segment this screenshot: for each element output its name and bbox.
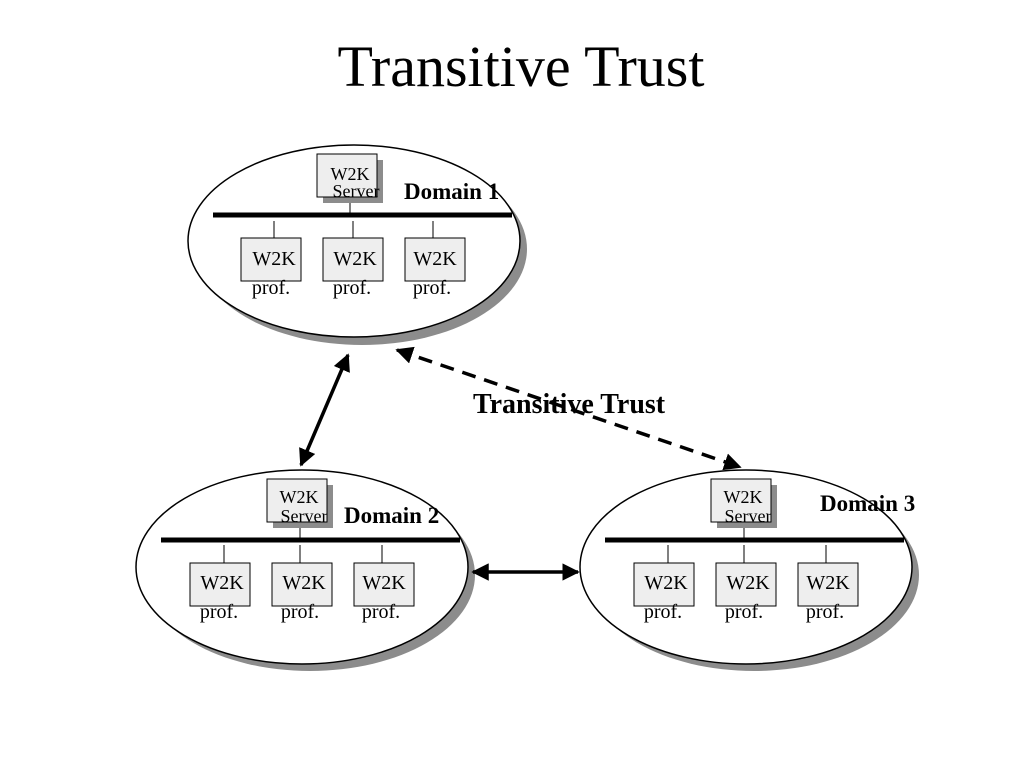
domain-2-client-2: W2K prof.	[271, 545, 333, 623]
client-label: W2K	[200, 572, 244, 594]
domain-1-client-2: W2K prof.	[322, 221, 384, 299]
transitive-trust-label: Transitive Trust	[473, 389, 666, 420]
client-sublabel: prof.	[200, 601, 238, 623]
client-label: W2K	[726, 572, 770, 594]
domain-3-label: Domain 3	[820, 491, 915, 516]
client-sublabel: prof.	[644, 601, 682, 623]
domain-1-client-3: W2K prof.	[404, 221, 466, 299]
trust-arrow-domain1-domain2	[299, 353, 350, 467]
client-label: W2K	[362, 572, 406, 594]
transitive-trust-dashed-arrow	[395, 346, 742, 471]
server-sublabel: Server	[333, 181, 380, 201]
client-sublabel: prof.	[725, 601, 763, 623]
domain-2-client-3: W2K prof.	[353, 545, 415, 623]
client-sublabel: prof.	[252, 277, 290, 299]
domain-1: W2K Server Domain 1 W2K prof. W2K prof. …	[187, 144, 527, 345]
client-sublabel: prof.	[333, 277, 371, 299]
domain-2-server: W2K Server	[266, 478, 333, 540]
server-sublabel: Server	[725, 506, 772, 526]
client-sublabel: prof.	[806, 601, 844, 623]
domain-3-client-2: W2K prof.	[715, 545, 777, 623]
domain-2: W2K Server Domain 2 W2K prof. W2K prof. …	[135, 469, 475, 671]
client-sublabel: prof.	[281, 601, 319, 623]
domain-3: W2K Server Domain 3 W2K prof. W2K prof. …	[579, 469, 919, 671]
client-sublabel: prof.	[362, 601, 400, 623]
domain-1-client-1: W2K prof.	[240, 221, 302, 299]
domain-2-client-1: W2K prof.	[189, 545, 251, 623]
domain-1-server: W2K Server	[316, 153, 383, 215]
server-label: W2K	[724, 487, 763, 507]
client-label: W2K	[282, 572, 326, 594]
page-title: Transitive Trust	[338, 34, 705, 99]
domain-3-client-3: W2K prof.	[797, 545, 859, 623]
client-label: W2K	[333, 248, 377, 270]
server-sublabel: Server	[281, 506, 328, 526]
client-label: W2K	[252, 248, 296, 270]
client-label: W2K	[413, 248, 457, 270]
server-label: W2K	[280, 487, 319, 507]
client-label: W2K	[644, 572, 688, 594]
domain-3-server: W2K Server	[710, 478, 777, 540]
domain-1-label: Domain 1	[404, 179, 499, 204]
client-label: W2K	[806, 572, 850, 594]
client-sublabel: prof.	[413, 277, 451, 299]
server-label: W2K	[331, 164, 370, 184]
domain-3-client-1: W2K prof.	[633, 545, 695, 623]
domain-2-label: Domain 2	[344, 503, 439, 528]
